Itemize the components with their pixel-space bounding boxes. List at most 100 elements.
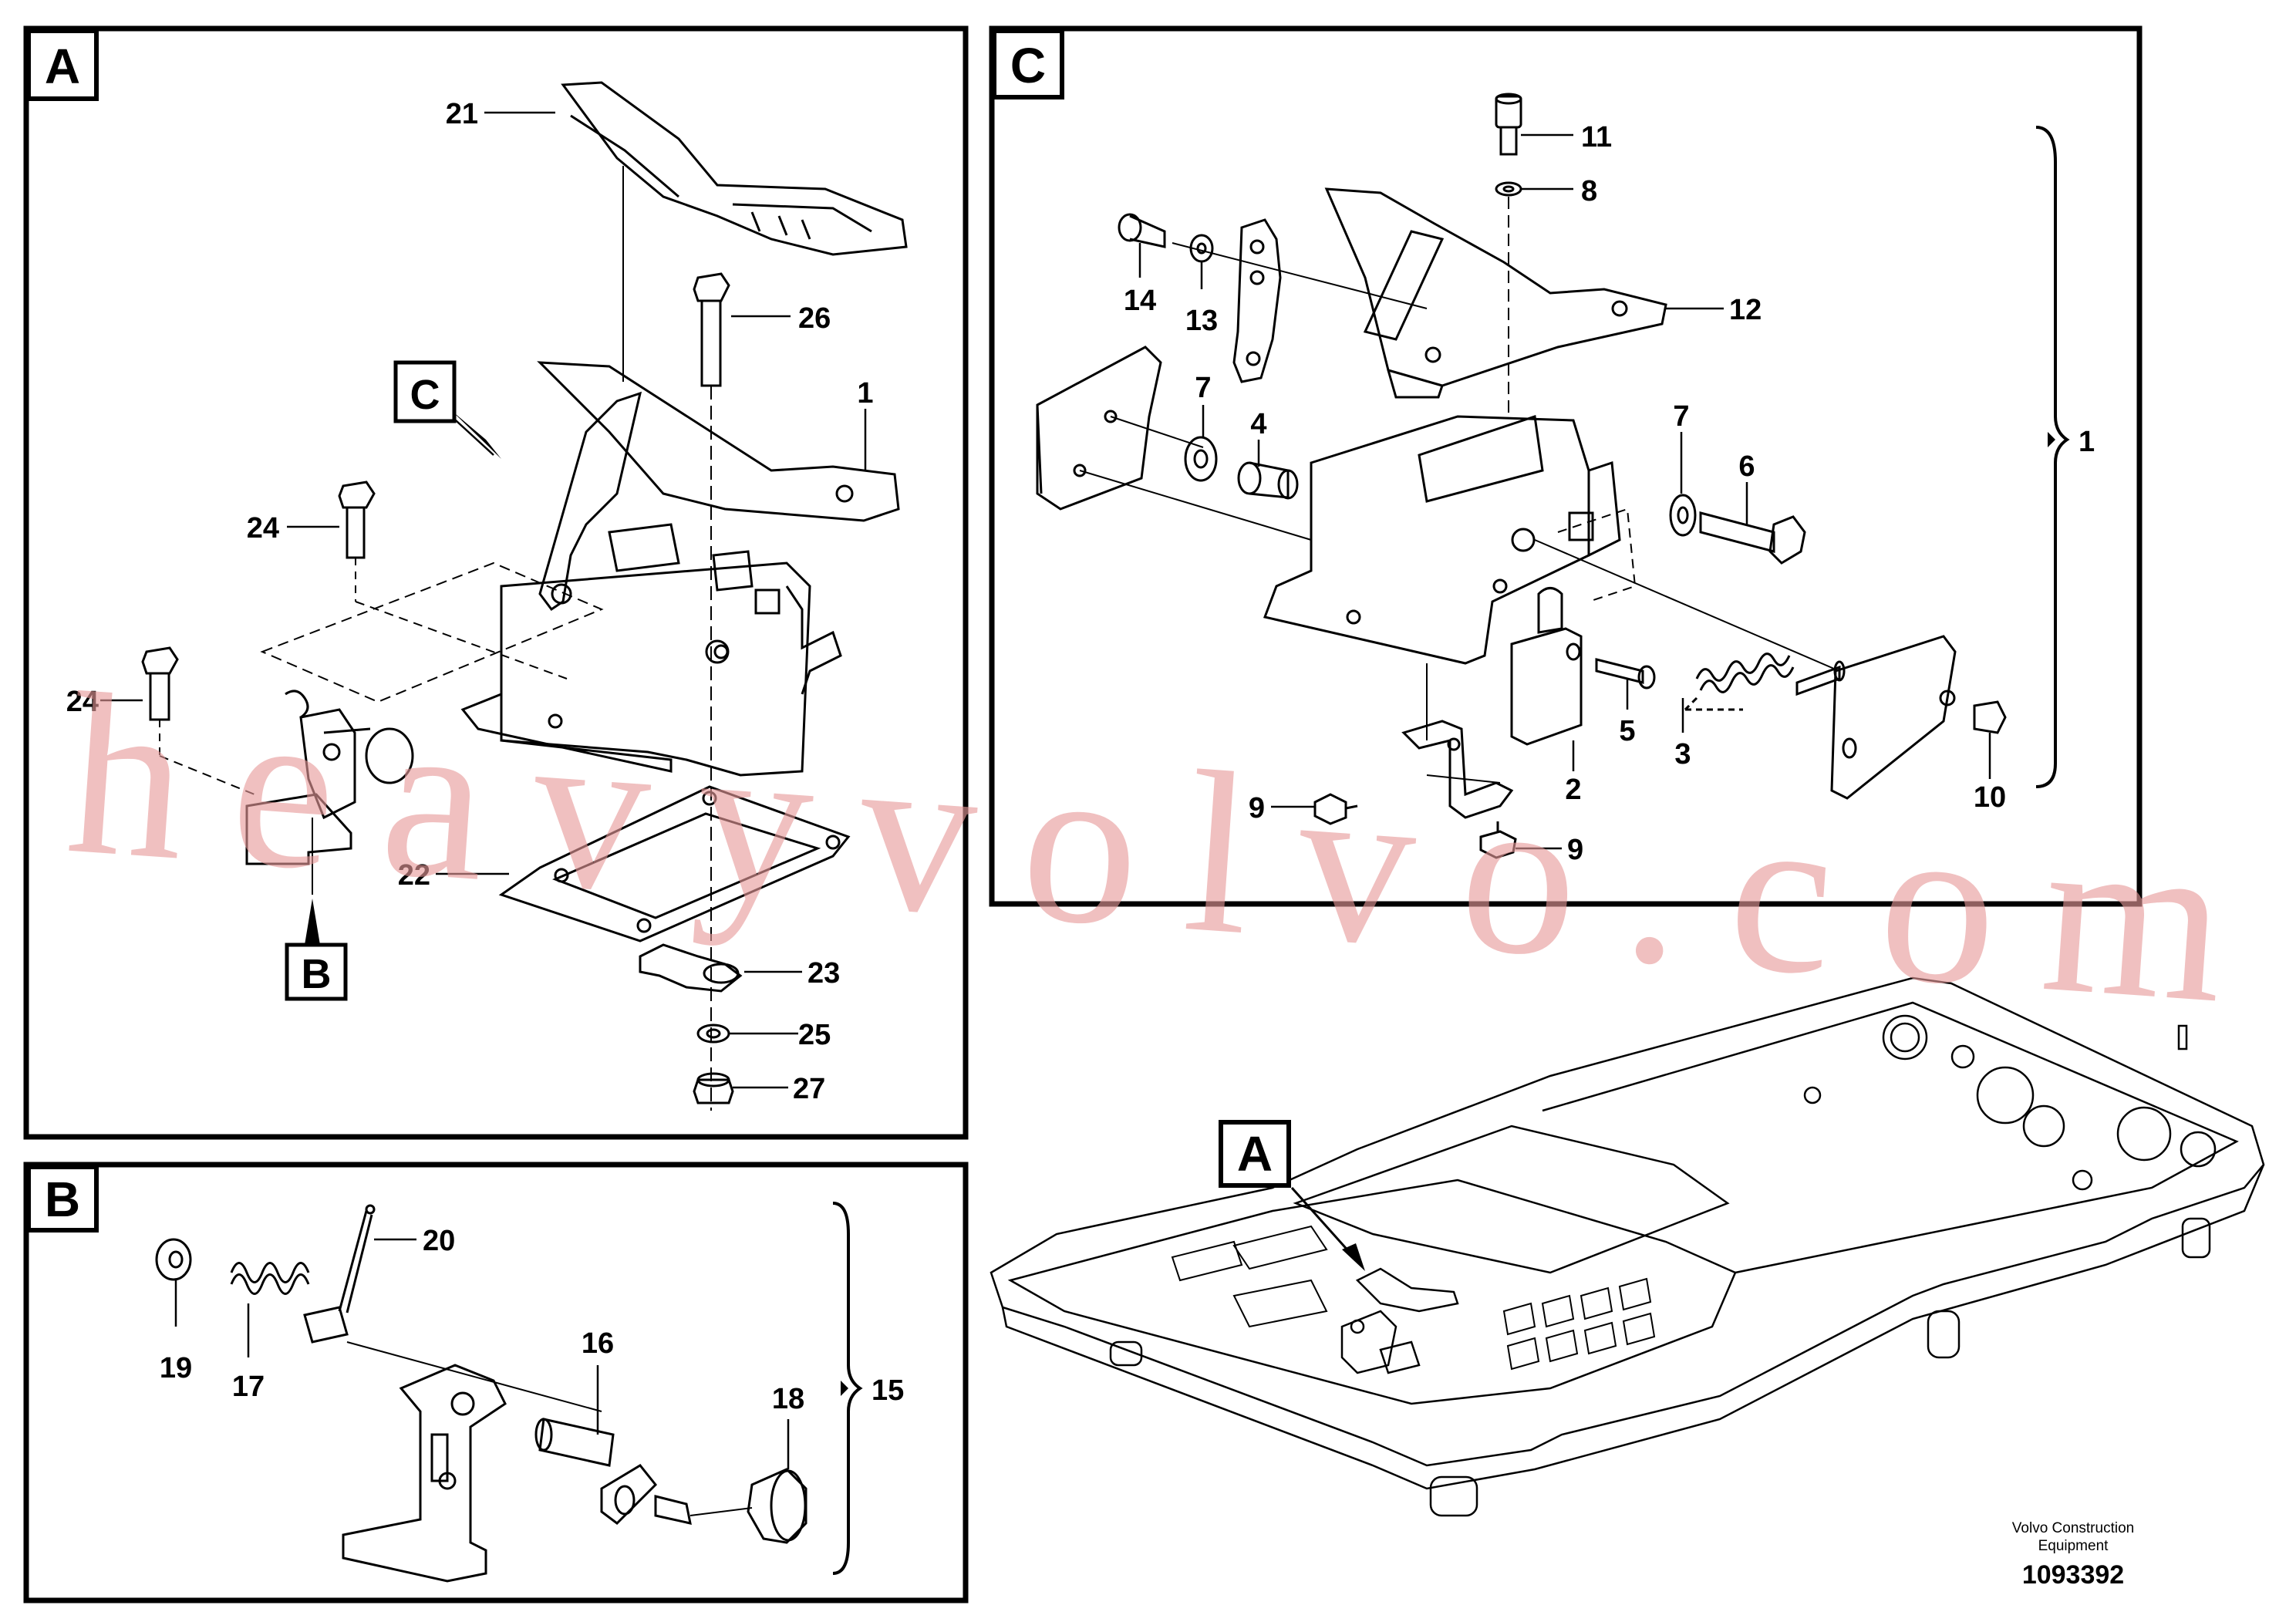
callout-15: 15	[872, 1374, 904, 1407]
gasket-22-drawing	[498, 785, 851, 943]
bolt-9-bottom-drawing	[1479, 821, 1517, 859]
bolt-24-lower-drawing	[141, 646, 255, 795]
group-15-arrow	[841, 1381, 848, 1396]
bolt-5-drawing	[1595, 658, 1656, 690]
clip-23-drawing	[639, 943, 743, 993]
callout-1-group: 1	[2079, 426, 2095, 458]
callout-14: 14	[1124, 285, 1156, 317]
callout-4: 4	[1250, 408, 1266, 440]
pin-20-drawing	[303, 1204, 376, 1344]
callout-13: 13	[1185, 305, 1218, 337]
floor-pedal-drawing	[1340, 1267, 1459, 1374]
bolt-11-drawing	[1495, 93, 1522, 416]
callout-9-bottom: 9	[1567, 834, 1583, 866]
ref-b-box	[285, 943, 348, 1001]
panel-b-leaders	[174, 1238, 790, 1469]
group-15-bracket	[832, 1202, 863, 1575]
callout-18: 18	[772, 1383, 804, 1415]
panel-a-leaders	[100, 111, 867, 1089]
callout-17: 17	[232, 1371, 265, 1403]
pedal-plate-12-drawing	[1324, 187, 1667, 399]
bolt-24-upper-drawing	[338, 481, 568, 679]
dashed-plate-c	[1557, 508, 1637, 602]
spring-3-drawing	[1684, 653, 1795, 711]
callout-25: 25	[798, 1019, 831, 1051]
floor-holes-drawing	[1109, 1014, 2217, 1517]
bracket-assembly-1-drawing	[460, 361, 900, 777]
callout-22: 22	[398, 859, 430, 892]
panel-a: A	[23, 25, 969, 1140]
callout-20: 20	[423, 1225, 455, 1257]
callout-9-left: 9	[1249, 792, 1265, 824]
gasket-outline-drawing	[260, 561, 604, 703]
cab-floor-overview: A	[990, 976, 2265, 1517]
small-bracket-drawing	[1401, 720, 1514, 819]
callout-19: 19	[160, 1352, 192, 1384]
footer-brand-line2: Equipment	[2038, 1538, 2109, 1554]
bolt-14-drawing	[1118, 213, 1428, 309]
overview-tag: A	[1237, 1126, 1273, 1182]
callout-2: 2	[1565, 774, 1581, 806]
washer-7-right-drawing	[1669, 494, 1697, 537]
callout-7-left: 7	[1195, 372, 1211, 404]
callout-21: 21	[446, 98, 478, 130]
callout-3: 3	[1674, 738, 1691, 771]
washer-19-drawing	[155, 1238, 192, 1281]
washer-7-left-drawing	[1184, 436, 1218, 482]
panel-c: C	[989, 25, 2143, 907]
callout-5: 5	[1619, 715, 1635, 747]
ref-b-label: B	[302, 951, 332, 997]
switch-2-drawing	[1510, 587, 1583, 746]
callout-27: 27	[793, 1073, 825, 1105]
washer-25-drawing	[696, 1023, 730, 1044]
nut-27-drawing	[693, 1072, 734, 1104]
overview-tag-box	[1219, 1120, 1291, 1188]
knob-18-drawing	[689, 1468, 807, 1544]
watermark: heavyvolvo.com	[61, 645, 2233, 1051]
panel-b-frame	[23, 1162, 969, 1603]
spacer-4-drawing	[1237, 461, 1299, 500]
callout-6: 6	[1738, 450, 1755, 483]
callout-23: 23	[807, 957, 840, 990]
callout-7-right: 7	[1673, 400, 1689, 433]
ref-c-box	[393, 360, 457, 423]
callout-24-lower: 24	[66, 686, 99, 718]
ref-c-label: C	[410, 372, 440, 418]
left-plate-drawing	[1036, 346, 1312, 541]
bolt-9-left-drawing	[1313, 793, 1358, 825]
main-bracket-c-drawing	[1263, 415, 1840, 740]
callout-24-upper: 24	[247, 512, 279, 545]
panel-a-frame	[23, 25, 969, 1140]
floor-plate-drawing	[990, 976, 2265, 1490]
footer: Volvo Construction Equipment 1093392	[2012, 1520, 2134, 1590]
shaft-16-drawing	[534, 1418, 692, 1525]
link-13-drawing	[1232, 218, 1282, 383]
b-ref-arrow	[305, 899, 320, 945]
bolt-6-drawing	[1699, 511, 1806, 565]
panel-a-tag-box	[26, 29, 99, 101]
pin-10-plate-drawing	[1795, 635, 2007, 800]
spring-17-drawing	[230, 1262, 310, 1342]
panel-a-tag: A	[45, 39, 80, 94]
callout-26: 26	[798, 302, 831, 335]
group-1-arrow	[2048, 432, 2055, 447]
callout-16: 16	[582, 1327, 614, 1360]
callout-8: 8	[1581, 175, 1597, 207]
panel-b-tag-box	[26, 1165, 99, 1233]
callout-12: 12	[1729, 294, 1762, 326]
callout-11: 11	[1581, 121, 1612, 153]
pin-axis-line	[346, 1341, 602, 1412]
footer-doc-number: 1093392	[2022, 1560, 2124, 1590]
overview-ref-arrow	[1342, 1243, 1365, 1271]
panel-c-leaders	[1138, 133, 1991, 850]
panel-c-tag-box	[992, 29, 1064, 99]
footer-brand-line1: Volvo Construction	[2012, 1520, 2134, 1536]
panel-c-tag: C	[1010, 38, 1046, 93]
panel-c-frame	[989, 25, 2143, 907]
floor-grid-drawing	[1171, 1225, 1656, 1371]
c-ref-arrow	[451, 410, 501, 459]
callout-10: 10	[1974, 781, 2006, 814]
group-1-bracket	[2035, 126, 2070, 788]
callout-1: 1	[857, 377, 873, 410]
